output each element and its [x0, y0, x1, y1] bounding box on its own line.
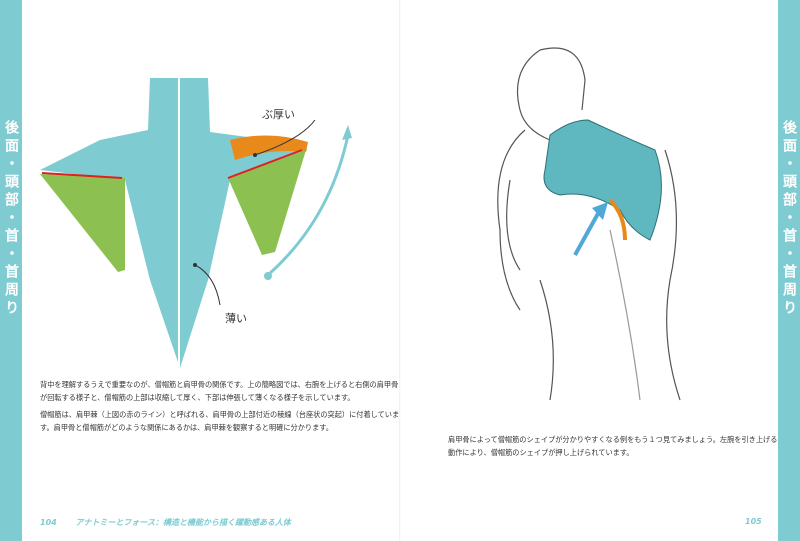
direction-arrow [573, 209, 602, 256]
page-number-right: 105 [745, 517, 762, 526]
right-scapular-spine [227, 149, 303, 179]
paragraph: 背中を理解するうえで重要なのが、僧帽筋と肩甲骨の関係です。上の簡略図では、右腕を… [40, 380, 399, 402]
trapezius-scapula-diagram: ぶ厚い 薄い [40, 78, 352, 368]
left-scapula [40, 174, 125, 272]
left-body-text: 背中を理解するうえで重要なのが、僧帽筋と肩甲骨の関係です。上の簡略図では、右腕を… [40, 378, 400, 434]
page-number: 104 [40, 518, 57, 527]
right-side-tab: 後面・頭部・首・首周り [778, 0, 800, 541]
right-body-text: 肩甲骨によって僧帽筋のシェイプが分かりやすくなる例をもう１つ見てみましょう。左腕… [448, 433, 778, 459]
page-gutter [399, 0, 401, 541]
left-footer: 104 アナトミーとフォース：構造と機能から描く躍動感ある人体 [40, 517, 291, 528]
paragraph: 肩甲骨によって僧帽筋のシェイプが分かりやすくなる例をもう１つ見てみましょう。左腕… [448, 435, 778, 457]
back-figure-illustration [497, 47, 681, 401]
left-side-tab: 後面・頭部・首・首周り [0, 0, 22, 541]
side-tab-text: 後面・頭部・首・首周り [781, 120, 797, 318]
label-thick: ぶ厚い [262, 108, 295, 121]
label-thin: 薄い [225, 311, 247, 325]
side-tab-text: 後面・頭部・首・首周り [3, 120, 19, 318]
thick-upper-band [230, 135, 308, 160]
paragraph: 僧帽筋は、肩甲棘（上図の赤のライン）と呼ばれる、肩甲骨の上部付近の稜線（台座状の… [40, 410, 400, 432]
right-scapula [228, 150, 306, 255]
running-title: アナトミーとフォース：構造と機能から描く躍動感ある人体 [75, 518, 291, 527]
left-scapular-spine [41, 172, 123, 179]
trapezius-teal [543, 119, 662, 241]
scapula-edge-orange [608, 198, 627, 241]
raised-arm-outline [267, 134, 350, 277]
